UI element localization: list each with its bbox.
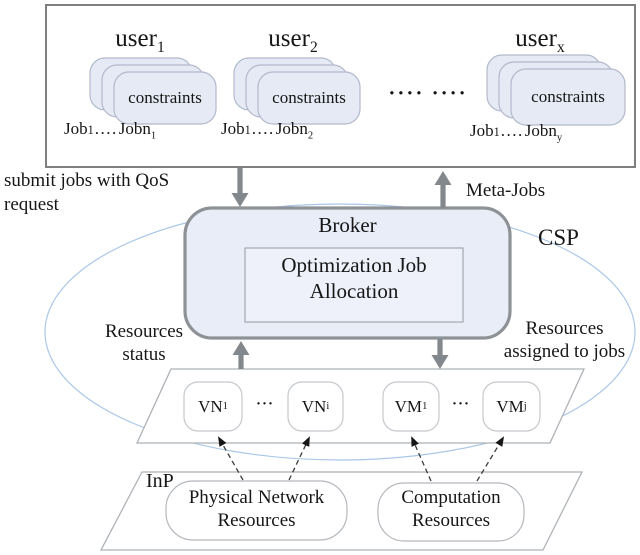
node-base: VM (496, 396, 524, 416)
computation-resources-label: Computation Resources (378, 487, 524, 533)
optimization-allocation-label: Optimization Job Allocation (245, 252, 463, 305)
node-base: VM (394, 396, 423, 416)
resources-assigned-line1: Resources (525, 318, 604, 339)
job-last-sub: y (556, 132, 563, 144)
job-first-sub: 1 (244, 123, 251, 137)
vmj-node-shape (482, 381, 541, 432)
constraints-stack-userx (486, 54, 626, 126)
meta-jobs-label: Meta-Jobs (466, 180, 546, 201)
jobs-row-user2: Job1....Jobn2 (221, 119, 314, 142)
job-dots: .... (500, 121, 524, 140)
csp-boundary-ellipse (44, 203, 636, 461)
csp-label: CSP (538, 225, 579, 250)
user1-sub: 1 (156, 39, 165, 56)
jobs-row-userx: Job1....Jobny (470, 121, 563, 144)
node-base: VN (301, 396, 327, 416)
constraints-stack-user2 (233, 57, 361, 125)
resources-assigned-arrow (431, 339, 449, 369)
card-front (113, 71, 217, 125)
job-first: Job (64, 119, 88, 138)
computation-resources-shape (377, 482, 525, 542)
userx-sub: x (556, 39, 565, 56)
resources-status-line2: status (122, 343, 166, 365)
job-dots: .... (251, 119, 275, 138)
inp-label: InP (146, 470, 174, 492)
constraints-label-user2: constraints (272, 88, 346, 107)
resources-status-arrow (232, 341, 250, 369)
resources-status-label: Resources status (84, 321, 204, 367)
broker-title: Broker (318, 213, 377, 237)
job-first-sub: 1 (493, 125, 500, 139)
mapping-arrows (218, 436, 505, 482)
card-front (257, 71, 361, 125)
job-first-sub: 1 (87, 123, 94, 137)
physical-resources-label: Physical Network Resources (166, 487, 347, 533)
vni-node-shape (287, 381, 344, 432)
optimization-line1: Optimization Job (281, 253, 427, 277)
computation-line2: Resources (411, 509, 491, 531)
constraints-stack-user1 (89, 57, 217, 125)
computation-line1: Computation (401, 487, 501, 508)
optimization-line2: Allocation (309, 279, 399, 304)
user1-base: user (115, 25, 157, 52)
vn1-node-shape (183, 381, 243, 432)
vn-ellipsis: ··· (255, 396, 274, 412)
optimization-box-shape (244, 247, 464, 323)
physical-to-vni-arrow (288, 436, 310, 481)
resources-assigned-line2: assigned to jobs (503, 340, 626, 362)
meta-jobs-arrow (434, 171, 452, 208)
job-last-sub: 2 (307, 130, 314, 142)
physical-line1: Physical Network (188, 487, 325, 508)
job-last-sub: 1 (150, 130, 157, 142)
user1-title: user1 (85, 25, 195, 56)
submit-jobs-arrow (231, 168, 249, 207)
submit-jobs-label: submit jobs with QoS request (4, 170, 170, 215)
constraints-label-user1: constraints (128, 88, 202, 107)
node-base: VN (198, 396, 223, 416)
user2-base: user (268, 25, 310, 52)
user2-sub: 2 (309, 39, 318, 56)
userx-base: user (515, 25, 557, 52)
resources-assigned-label: Resources assigned to jobs (487, 318, 640, 364)
job-dots: .... (94, 119, 118, 138)
constraints-label-userx: constraints (531, 87, 605, 106)
job-first: Job (221, 119, 245, 138)
userx-title: userx (485, 25, 595, 56)
job-last: Jobn (275, 119, 308, 138)
job-first: Job (470, 121, 494, 140)
card-front (510, 68, 626, 126)
users-ellipsis: ···· ···· (388, 81, 468, 105)
vm-ellipsis: ··· (451, 396, 470, 412)
job-last: Jobn (524, 121, 557, 140)
resources-status-line1: Resources (104, 321, 184, 342)
job-last: Jobn (118, 119, 151, 138)
physical-line2: Resources (217, 509, 296, 531)
virtual-layer-parallelogram (135, 368, 586, 444)
physical-resources-shape (165, 480, 348, 541)
jobs-row-user1: Job1....Jobn1 (64, 119, 157, 142)
vm1-node-shape (382, 381, 440, 432)
user2-title: user2 (238, 25, 348, 56)
